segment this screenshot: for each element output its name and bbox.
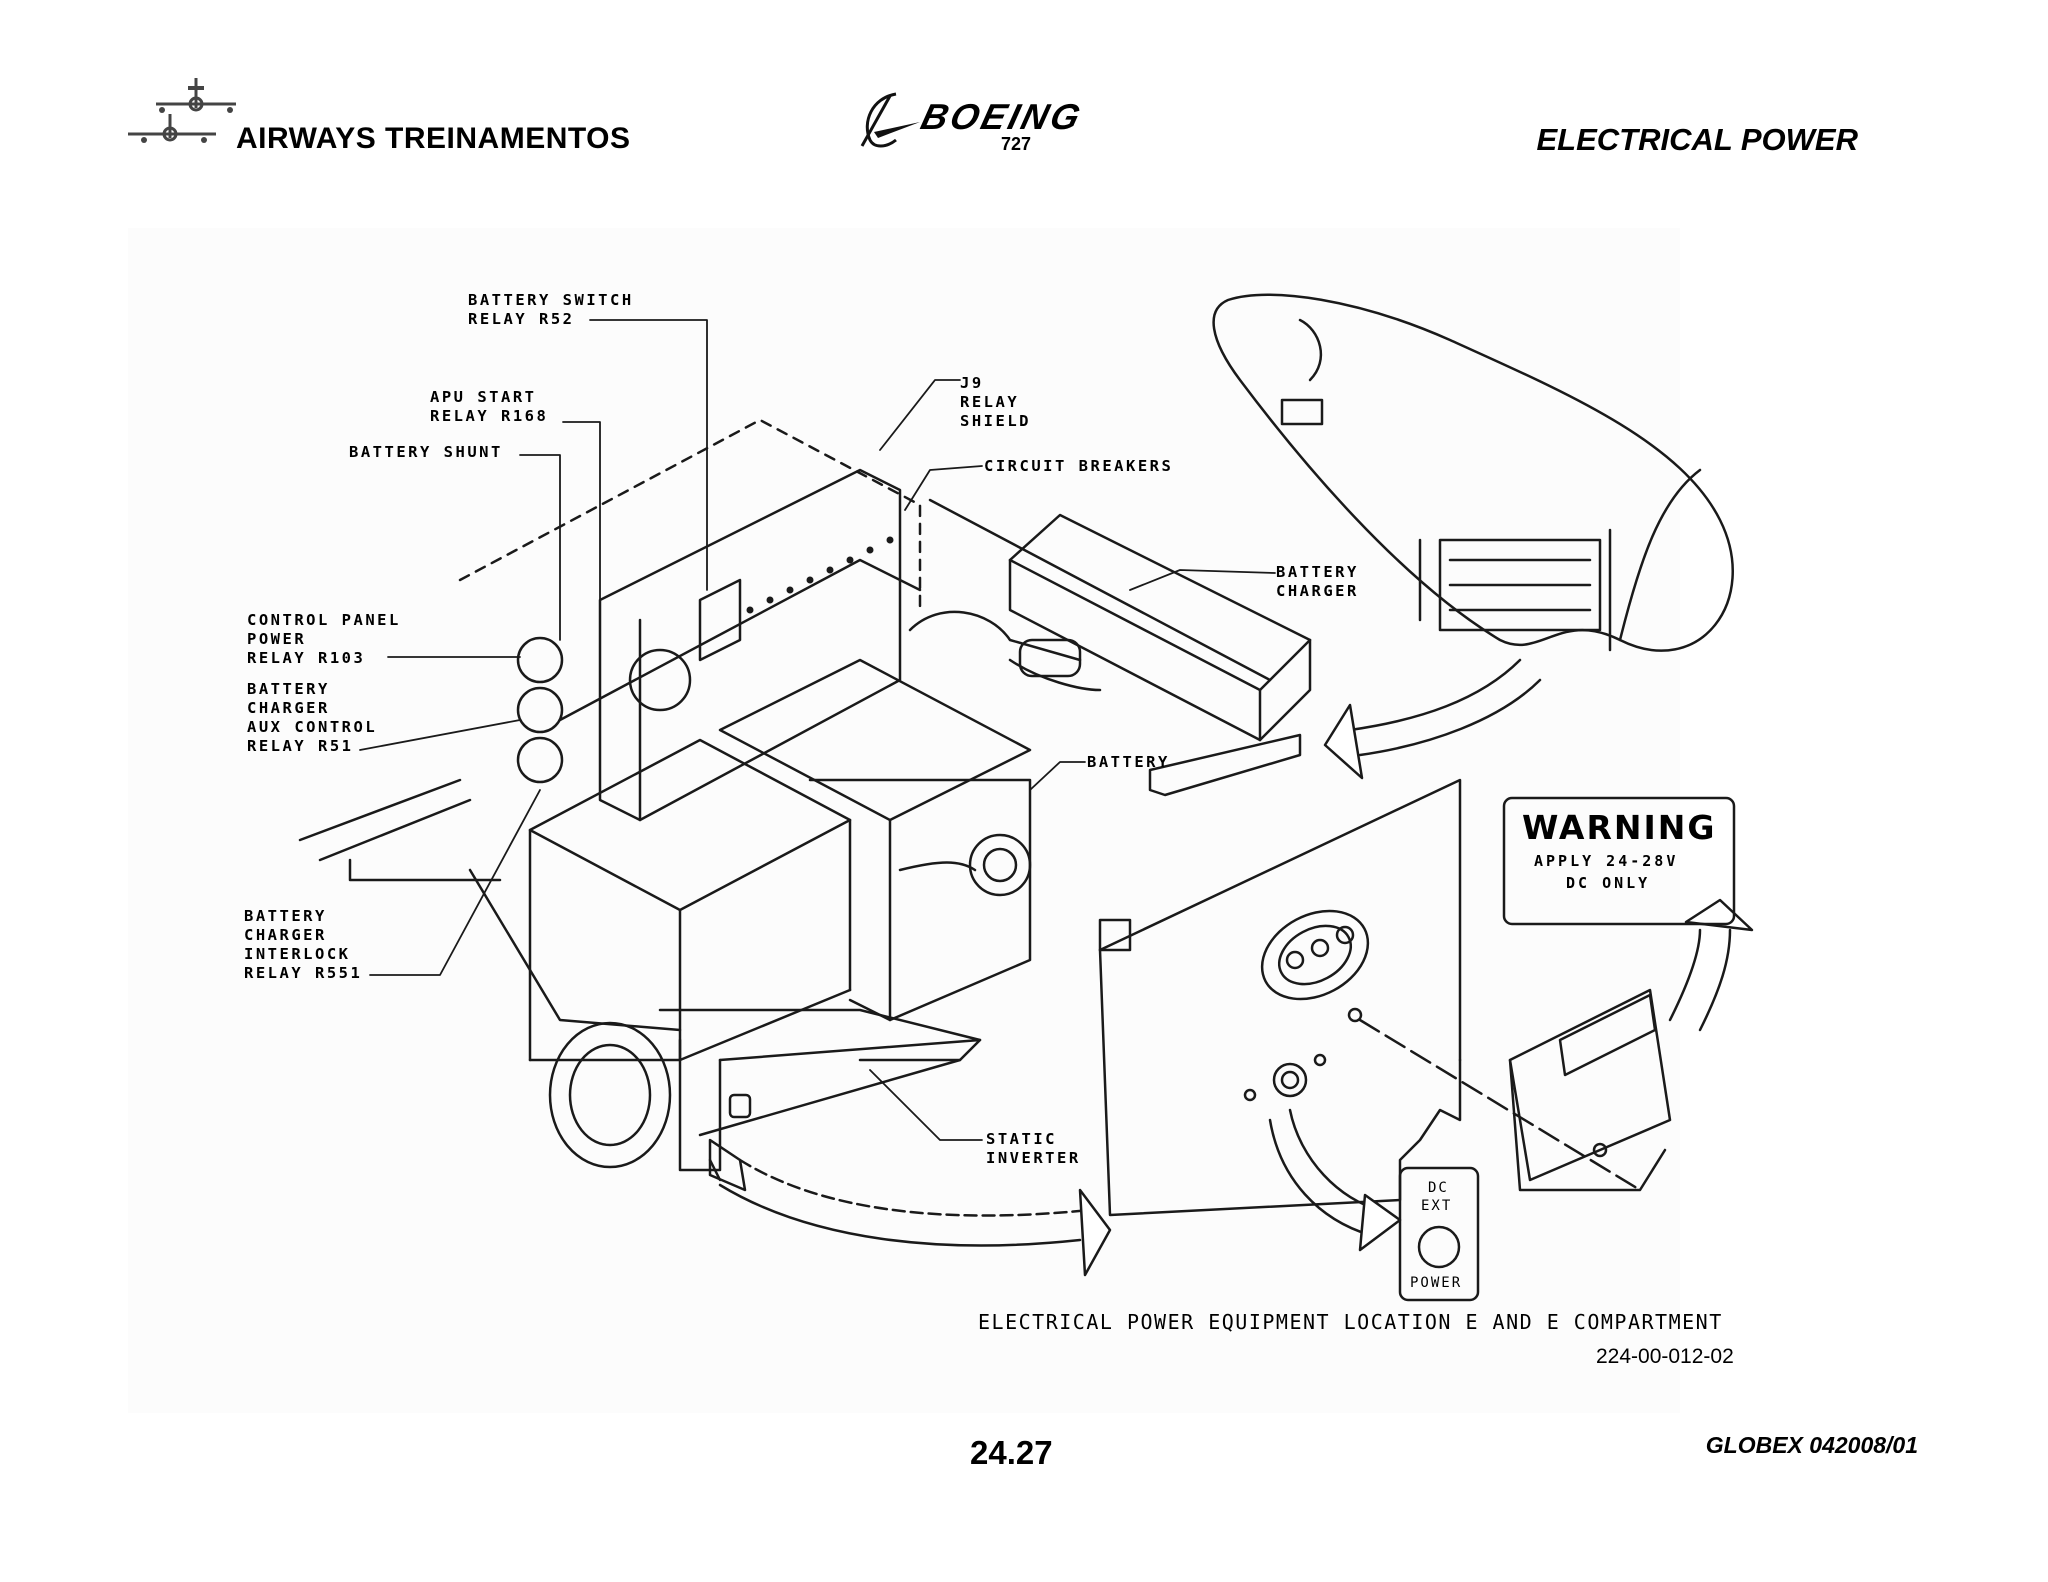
label-apu-start-relay: APU START RELAY R168 (430, 388, 549, 425)
airways-logo-icon (126, 72, 236, 144)
fuselage-nose-cutaway (1214, 295, 1733, 651)
warning-title: WARNING (1522, 808, 1717, 847)
document-reference: GLOBEX 042008/01 (1705, 1432, 1918, 1458)
label-static-inverter: STATIC INVERTER (986, 1130, 1081, 1167)
label-battery-charger: BATTERY CHARGER (1276, 563, 1359, 600)
figure-caption: ELECTRICAL POWER EQUIPMENT LOCATION E AN… (978, 1310, 1723, 1334)
label-control-panel-power-relay: CONTROL PANEL POWER RELAY R103 (247, 611, 401, 667)
section-title: ELECTRICAL POWER (1536, 122, 1859, 157)
boeing-logo-icon (856, 88, 926, 154)
static-inverter-drawing (530, 740, 850, 1060)
drawing-number: 224-00-012-02 (1596, 1345, 1734, 1368)
aircraft-model: 727 (1001, 134, 1032, 154)
dc-ext-line-3: POWER (1410, 1275, 1463, 1291)
label-battery-charger-aux-relay: BATTERY CHARGER AUX CONTROL RELAY R51 (247, 680, 378, 755)
label-battery-switch-relay: BATTERY SWITCH RELAY R52 (468, 291, 634, 328)
cover-plate-drawing (1510, 990, 1670, 1190)
label-j9-relay-shield: J9 RELAY SHIELD (960, 374, 1031, 430)
warning-line-2: DC ONLY (1566, 874, 1651, 892)
label-battery-shunt: BATTERY SHUNT (349, 443, 503, 461)
battery-drawing (720, 660, 1030, 1020)
relay-shield-drawing (460, 420, 920, 820)
dc-ext-line-2: EXT (1421, 1198, 1453, 1214)
battery-charger-drawing (930, 500, 1310, 795)
label-battery: BATTERY (1087, 753, 1170, 771)
page-number: 24.27 (970, 1434, 1053, 1471)
warning-line-1: APPLY 24-28V (1534, 852, 1679, 870)
label-circuit-breakers: CIRCUIT BREAKERS (984, 457, 1174, 475)
external-power-panel-drawing (1100, 780, 1460, 1215)
label-battery-charger-interlock-relay: BATTERY CHARGER INTERLOCK RELAY R551 (244, 907, 363, 982)
dc-ext-line-1: DC (1428, 1180, 1449, 1196)
company-name: AIRWAYS TREINAMENTOS (236, 122, 631, 155)
figure-panel (128, 228, 1680, 1413)
